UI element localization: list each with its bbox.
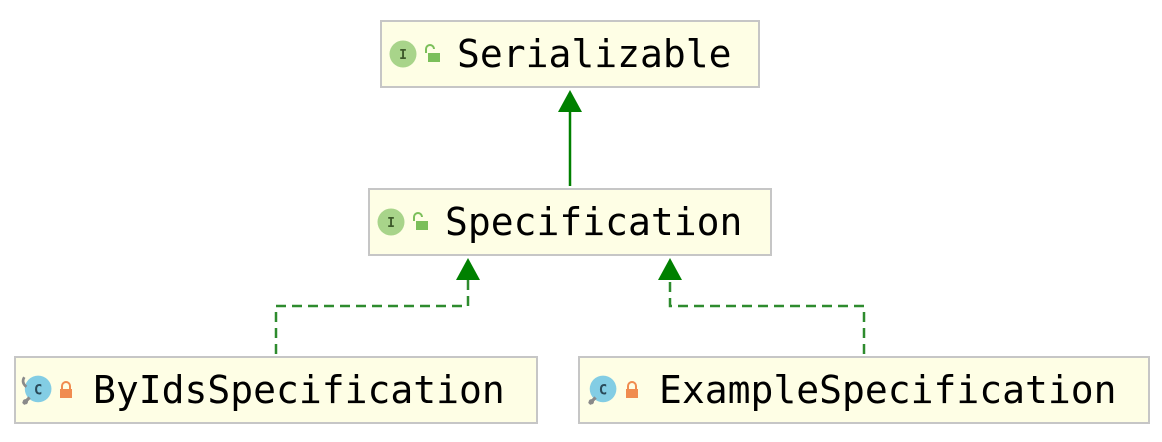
arrowhead-specification-right xyxy=(658,258,682,280)
arrowhead-specification-left xyxy=(456,258,480,280)
edge-byids-implements-specification xyxy=(274,258,480,354)
arrowhead-serializable xyxy=(558,90,582,112)
edge-specification-extends-serializable xyxy=(558,90,582,186)
interface-icon: I xyxy=(389,40,417,68)
node-label-by-ids-specification: ByIdsSpecification xyxy=(93,368,505,412)
public-access-icon xyxy=(425,44,440,62)
node-icons: I xyxy=(388,39,441,69)
edge-example-implements-specification xyxy=(658,258,866,354)
node-by-ids-specification[interactable]: C ByIdsSpecification xyxy=(14,356,538,424)
public-access-icon xyxy=(413,212,428,230)
node-label-example-specification: ExampleSpecification xyxy=(659,368,1117,412)
svg-text:C: C xyxy=(34,382,42,398)
svg-text:I: I xyxy=(399,48,407,63)
node-serializable[interactable]: I Serializable xyxy=(380,20,760,88)
node-icons: C xyxy=(586,374,641,406)
private-access-icon xyxy=(626,381,638,398)
class-icon: C xyxy=(588,375,617,405)
node-label-specification: Specification xyxy=(445,200,743,244)
node-icons: C xyxy=(20,374,75,406)
private-access-icon xyxy=(60,381,72,398)
interface-icon: I xyxy=(377,208,405,236)
node-icons: I xyxy=(376,207,429,237)
node-specification[interactable]: I Specification xyxy=(368,188,772,256)
svg-text:I: I xyxy=(387,216,395,231)
node-example-specification[interactable]: C ExampleSpecification xyxy=(578,356,1150,424)
node-label-serializable: Serializable xyxy=(457,32,732,76)
class-icon: C xyxy=(21,375,52,405)
svg-text:C: C xyxy=(599,382,607,398)
